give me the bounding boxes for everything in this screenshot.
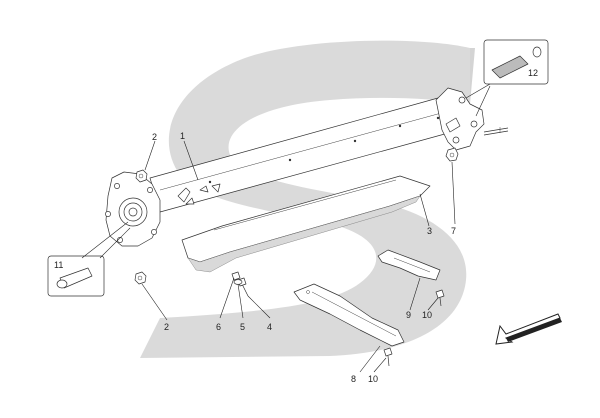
- callout-8: 8: [351, 374, 356, 384]
- callout-6: 6: [216, 322, 221, 332]
- callout-1: 1: [180, 131, 185, 141]
- front-direction-arrow-icon: [495, 313, 562, 345]
- callout-labels: 1 2 2 3 4 5 6 7 8 9 10 10 11 12: [54, 68, 538, 384]
- callout-7: 7: [451, 226, 456, 236]
- callout-9: 9: [406, 310, 411, 320]
- callout-2-lower: 2: [164, 322, 169, 332]
- callout-2-upper: 2: [152, 132, 157, 142]
- callout-3: 3: [427, 226, 432, 236]
- rear-bell-housing: [435, 87, 509, 151]
- bolt-bracket-large: [383, 347, 393, 367]
- support-bracket-large: [293, 283, 405, 347]
- cable-brackets: [177, 183, 221, 205]
- shield-nut: [231, 271, 241, 281]
- bolt-bracket-small: [435, 289, 445, 307]
- callout-5: 5: [240, 322, 245, 332]
- shield-washer: [233, 279, 243, 285]
- leader-lines: [81, 83, 491, 373]
- front-flange: [105, 171, 161, 247]
- tube-rivets: [208, 116, 440, 184]
- callout-10-lower: 10: [368, 374, 378, 384]
- heat-shield: [181, 175, 431, 273]
- callout-11: 11: [54, 260, 63, 270]
- inset-part-12: [483, 39, 549, 85]
- watermark-logo: [140, 40, 475, 358]
- callout-12: 12: [528, 68, 538, 78]
- support-bracket-small: [377, 249, 441, 281]
- inset-part-11: [47, 255, 105, 297]
- flange-nut-upper: [135, 169, 148, 183]
- callout-10-upper: 10: [422, 310, 432, 320]
- callout-4: 4: [267, 322, 272, 332]
- rear-nut: [445, 147, 459, 162]
- flange-nut-lower: [134, 271, 147, 285]
